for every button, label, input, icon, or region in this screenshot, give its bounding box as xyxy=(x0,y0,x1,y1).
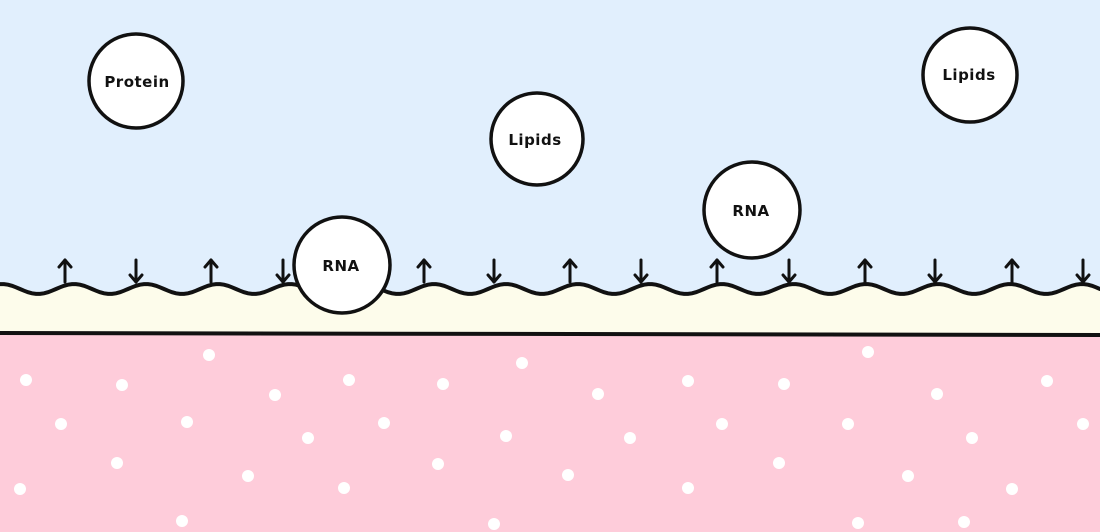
bubble-circle xyxy=(292,215,392,315)
arrow-down-icon xyxy=(486,258,502,284)
arrow-up-icon xyxy=(562,258,578,284)
membrane-bottom-outline xyxy=(0,331,1100,337)
tissue-dot xyxy=(842,418,854,430)
transport-arrows xyxy=(57,258,1091,284)
bubble-label: RNA xyxy=(322,257,359,275)
tissue-dot xyxy=(966,432,978,444)
bubble-circle xyxy=(921,26,1019,124)
tissue-dot xyxy=(378,417,390,429)
tissue-dot xyxy=(624,432,636,444)
tissue-dot xyxy=(958,516,970,528)
bubble-rna-floating: RNA xyxy=(702,160,802,260)
tissue-layer xyxy=(0,330,1100,532)
tissue-dots xyxy=(14,346,1089,530)
arrow-up-icon xyxy=(57,258,73,284)
tissue-dot xyxy=(1006,483,1018,495)
membrane-top-outline xyxy=(0,282,1100,296)
tissue-dot xyxy=(176,515,188,527)
tissue-dot xyxy=(1077,418,1089,430)
bubble-rna-membrane: RNA xyxy=(292,215,392,315)
membrane-layer xyxy=(0,284,1100,336)
arrow-up-icon xyxy=(203,258,219,284)
tissue-dot xyxy=(852,517,864,529)
tissue-dot xyxy=(902,470,914,482)
arrow-up-icon xyxy=(709,258,725,284)
tissue-dot xyxy=(55,418,67,430)
tissue-dot xyxy=(773,457,785,469)
bubble-lipids-center: Lipids xyxy=(489,91,585,187)
arrow-down-icon xyxy=(275,258,291,284)
tissue-dot xyxy=(269,389,281,401)
arrow-down-icon xyxy=(927,258,943,284)
bubble-label: RNA xyxy=(732,202,769,220)
tissue-dot xyxy=(716,418,728,430)
tissue-dot xyxy=(242,470,254,482)
bubble-label: Protein xyxy=(104,73,169,91)
tissue-dot xyxy=(116,379,128,391)
arrow-up-icon xyxy=(857,258,873,284)
tissue-dot xyxy=(432,458,444,470)
arrow-down-icon xyxy=(128,258,144,284)
tissue-dot xyxy=(1041,375,1053,387)
bubble-protein: Protein xyxy=(87,32,185,130)
arrow-up-icon xyxy=(1004,258,1020,284)
tissue-dot xyxy=(20,374,32,386)
arrow-down-icon xyxy=(781,258,797,284)
tissue-dot xyxy=(111,457,123,469)
tissue-dot xyxy=(203,349,215,361)
tissue-dot xyxy=(343,374,355,386)
tissue-dot xyxy=(500,430,512,442)
tissue-dot xyxy=(488,518,500,530)
tissue-dot xyxy=(562,469,574,481)
bubble-circle xyxy=(489,91,585,187)
tissue-dot xyxy=(437,378,449,390)
tissue-dot xyxy=(931,388,943,400)
bubble-circle xyxy=(702,160,802,260)
arrow-down-icon xyxy=(1075,258,1091,284)
tissue-dot xyxy=(516,357,528,369)
bubble-label: Lipids xyxy=(508,131,561,149)
tissue-dot xyxy=(181,416,193,428)
arrow-up-icon xyxy=(416,258,432,284)
arrow-down-icon xyxy=(633,258,649,284)
bubble-lipids-right: Lipids xyxy=(921,26,1019,124)
bubble-label: Lipids xyxy=(942,66,995,84)
tissue-dot xyxy=(778,378,790,390)
tissue-dot xyxy=(302,432,314,444)
tissue-dot xyxy=(338,482,350,494)
tissue-dot xyxy=(682,482,694,494)
tissue-dot xyxy=(862,346,874,358)
tissue-dot xyxy=(682,375,694,387)
tissue-dot xyxy=(14,483,26,495)
bubble-circle xyxy=(87,32,185,130)
tissue-dot xyxy=(592,388,604,400)
